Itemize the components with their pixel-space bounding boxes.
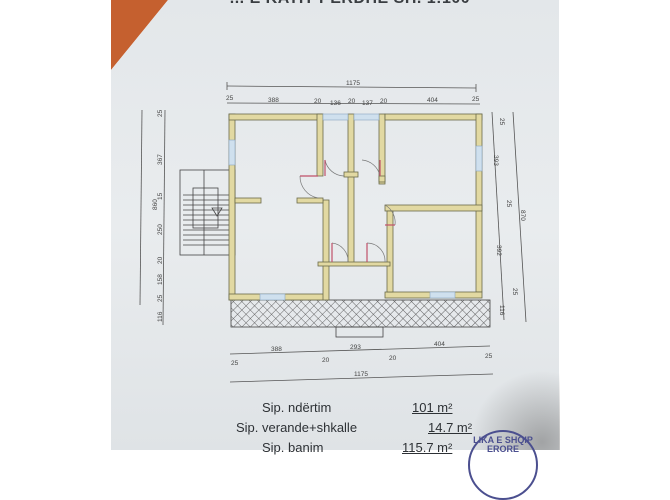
official-stamp: LIKA E SHQIP ERORE (468, 430, 538, 500)
svg-text:158: 158 (157, 274, 164, 285)
svg-text:20: 20 (389, 355, 397, 362)
area-value-construction: 101 m² (412, 400, 453, 415)
area-label-construction: Sip. ndërtim (262, 400, 332, 415)
drawing-title: ... E KATIT PERDHE SH. 1:100 (200, 0, 500, 8)
svg-text:250: 250 (157, 224, 164, 235)
floor-plan: 1175 25 388 20 136 20 137 20 404 25 860 … (139, 80, 527, 383)
svg-text:25: 25 (485, 353, 493, 360)
area-value-verandah: 14.7 m² (428, 420, 473, 435)
right-dimensions (491, 111, 527, 323)
svg-text:20: 20 (314, 98, 322, 105)
svg-text:25: 25 (472, 96, 480, 103)
svg-text:136: 136 (330, 100, 341, 107)
svg-text:20: 20 (380, 98, 388, 105)
svg-text:388: 388 (268, 97, 279, 104)
svg-text:393: 393 (492, 155, 499, 166)
svg-text:116: 116 (157, 311, 164, 322)
door-leaves (300, 160, 395, 262)
svg-text:25: 25 (231, 360, 239, 367)
area-value-living: 115.7 m² (402, 440, 453, 455)
svg-text:392: 392 (495, 245, 502, 256)
svg-text:20: 20 (348, 98, 356, 105)
entrance-step (335, 326, 384, 338)
svg-text:404: 404 (434, 341, 445, 348)
walls (228, 113, 483, 301)
svg-text:116: 116 (498, 305, 505, 316)
svg-text:870: 870 (519, 210, 526, 221)
top-dimensions (226, 82, 481, 105)
svg-text:20: 20 (322, 357, 330, 364)
svg-text:1175: 1175 (346, 80, 360, 87)
area-label-verandah: Sip. verande+shkalle (236, 420, 358, 435)
svg-text:25: 25 (511, 288, 518, 296)
svg-text:25: 25 (498, 118, 505, 126)
svg-text:367: 367 (157, 154, 164, 165)
svg-text:15: 15 (157, 192, 164, 200)
left-dimensions (139, 109, 166, 326)
staircase (179, 169, 236, 256)
verandah-hatch (230, 299, 491, 328)
svg-text:25: 25 (226, 95, 234, 102)
svg-text:25: 25 (157, 294, 164, 302)
svg-text:1175: 1175 (354, 371, 368, 378)
svg-text:388: 388 (271, 346, 282, 353)
svg-text:20: 20 (157, 256, 164, 264)
svg-text:25: 25 (157, 109, 164, 117)
svg-text:404: 404 (427, 97, 438, 104)
windows (228, 113, 483, 301)
area-label-living: Sip. banim (262, 440, 324, 455)
svg-text:293: 293 (350, 344, 361, 351)
svg-text:860: 860 (152, 199, 159, 210)
svg-text:25: 25 (505, 200, 512, 208)
bottom-dimensions (229, 345, 494, 383)
svg-text:137: 137 (362, 100, 373, 107)
